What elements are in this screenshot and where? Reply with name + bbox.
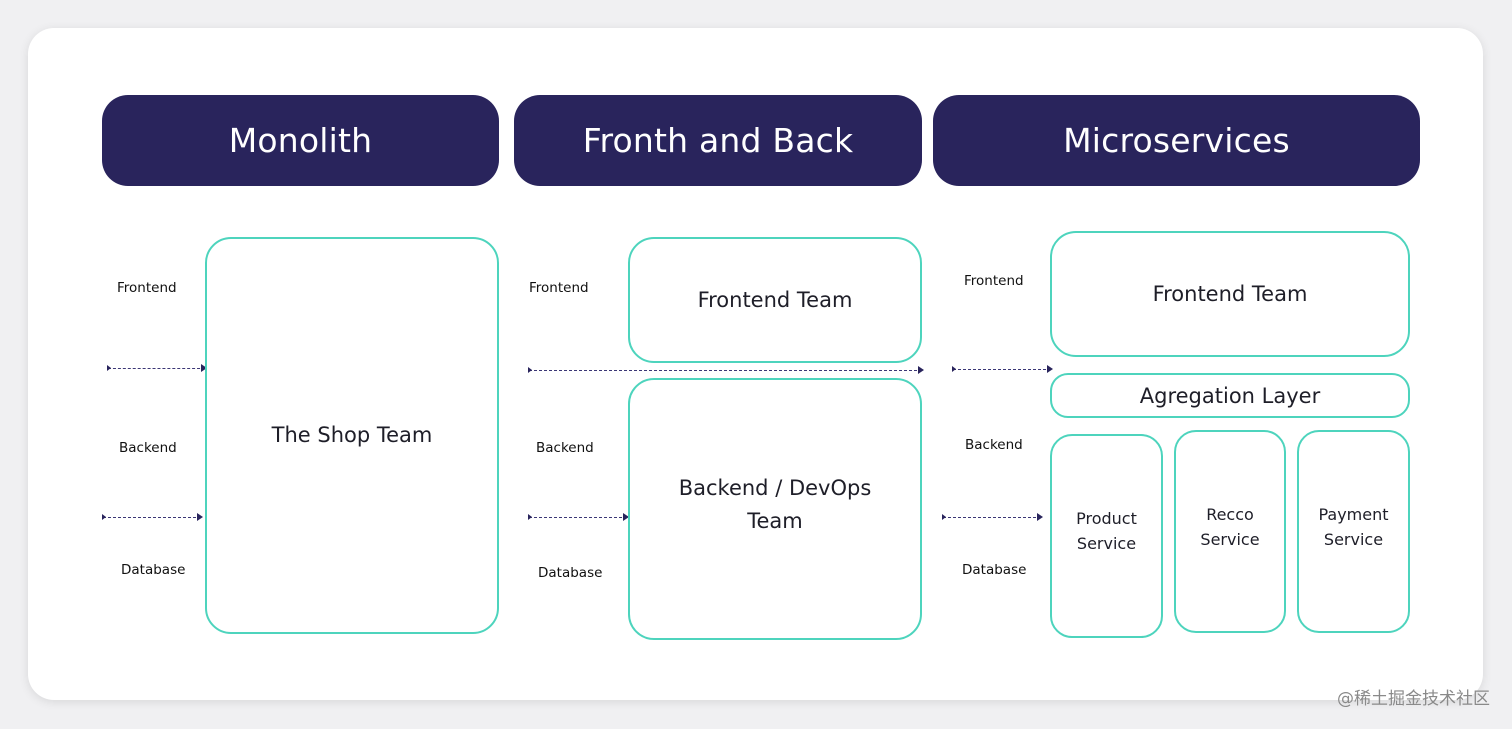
fb-frontend-backend-divider xyxy=(528,366,924,374)
divider-tail xyxy=(942,514,946,520)
backend-devops-team-box: Backend / DevOps Team xyxy=(628,378,922,640)
aggregation-layer-label: Agregation Layer xyxy=(1139,383,1321,408)
ms-frontend-team-label: Frontend Team xyxy=(1152,282,1308,306)
arrowhead-icon xyxy=(918,366,924,374)
divider-tail xyxy=(528,514,532,520)
ms-backend-database-divider xyxy=(942,513,1043,521)
fb-backend-database-divider xyxy=(528,513,629,521)
ms-backend-label: Backend xyxy=(965,437,1023,453)
shop-team-label: The Shop Team xyxy=(271,423,433,447)
recco-service-box: Recco Service xyxy=(1174,430,1286,633)
ms-frontend-team-box: Frontend Team xyxy=(1050,231,1410,357)
monolith-frontend-label: Frontend xyxy=(117,280,177,296)
divider-tail xyxy=(107,365,111,371)
header-front-and-back: Fronth and Back xyxy=(514,95,922,186)
header-monolith: Monolith xyxy=(102,95,499,186)
payment-service-box: Payment Service xyxy=(1297,430,1410,633)
ms-frontend-label: Frontend xyxy=(964,273,1024,289)
header-microservices: Microservices xyxy=(933,95,1420,186)
arrowhead-icon xyxy=(1047,365,1053,373)
arrowhead-icon xyxy=(1037,513,1043,521)
shop-team-box: The Shop Team xyxy=(205,237,499,634)
product-service-box: Product Service xyxy=(1050,434,1163,638)
watermark: @稀土掘金技术社区 xyxy=(1337,689,1490,709)
aggregation-layer-box: Agregation Layer xyxy=(1050,373,1410,418)
fb-frontend-label: Frontend xyxy=(529,280,589,296)
ms-database-label: Database xyxy=(962,562,1027,578)
recco-service-label: Recco Service xyxy=(1200,504,1260,549)
fb-frontend-team-label: Frontend Team xyxy=(697,288,853,312)
monolith-frontend-backend-divider xyxy=(107,364,207,372)
product-service-label: Product Service xyxy=(1076,509,1137,553)
arrowhead-icon xyxy=(201,364,207,372)
header-microservices-title: Microservices xyxy=(1063,121,1290,160)
monolith-database-label: Database xyxy=(121,562,186,578)
ms-frontend-backend-divider xyxy=(952,365,1053,373)
monolith-backend-label: Backend xyxy=(119,440,177,456)
header-monolith-title: Monolith xyxy=(228,121,373,160)
arrowhead-icon xyxy=(197,513,203,521)
header-front-and-back-title: Fronth and Back xyxy=(582,121,854,160)
divider-tail xyxy=(952,366,956,372)
fb-backend-label: Backend xyxy=(536,440,594,456)
divider-tail xyxy=(102,514,106,520)
arrowhead-icon xyxy=(623,513,629,521)
fb-database-label: Database xyxy=(538,565,603,581)
fb-frontend-team-box: Frontend Team xyxy=(628,237,922,363)
backend-devops-team-label: Backend / DevOps Team xyxy=(678,476,872,533)
divider-tail xyxy=(528,367,532,373)
monolith-backend-database-divider xyxy=(102,513,203,521)
payment-service-label: Payment Service xyxy=(1318,504,1389,549)
